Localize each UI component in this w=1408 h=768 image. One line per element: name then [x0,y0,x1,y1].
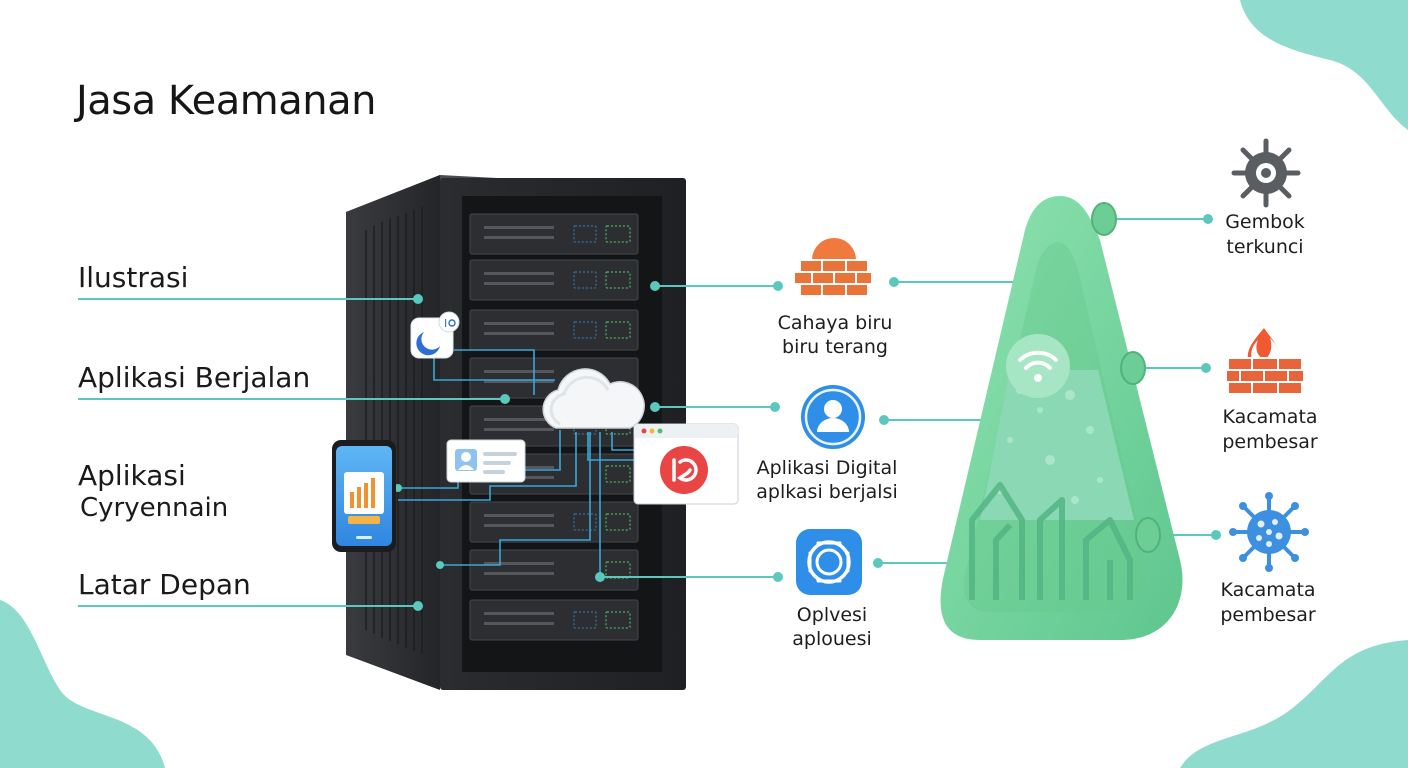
cloud-icon [542,368,645,429]
server-rack [346,175,686,690]
svg-text:I: I [444,317,447,330]
circuit-wires [398,348,634,577]
right-label-3-line2: pembesar [1220,604,1316,626]
corner-blob-top-right [1240,0,1408,130]
virus-icon [1229,492,1309,572]
middle-label-2: Aplikasi Digital aplkasi berjalsi [742,456,912,504]
left-label-aplikasi-line2: Cyryennain [80,493,229,523]
phone-analytics-icon [332,440,396,552]
profile-card-icon [446,439,526,483]
moon-app-icon: I [410,311,460,359]
middle-label-3-line1: Oplvesi [796,604,868,626]
user-icon [801,385,865,449]
right-label-1: Gembok terkunci [1212,210,1318,260]
middle-label-2-line1: Aplikasi Digital [756,457,898,479]
camera-app-icon [796,529,862,595]
middle-label-3: Oplvesi aplouesi [770,603,894,651]
browser-window-icon [633,423,739,505]
right-label-2: Kacamata pembesar [1212,405,1328,455]
middle-label-1-line2: biru terang [782,336,888,358]
right-label-1-line2: terkunci [1226,236,1304,258]
virus-gear-icon [1231,138,1301,208]
middle-label-3-line2: aplouesi [792,628,872,650]
left-label-latar-depan: Latar Depan [78,568,251,601]
middle-label-1: Cahaya biru biru terang [760,311,910,359]
fire-wall-icon [1225,328,1305,395]
page-title: Jasa Keamanan [76,78,376,124]
firewall-icon [793,238,873,297]
corner-blob-bottom-left [0,600,165,768]
middle-label-1-line1: Cahaya biru [777,312,893,334]
left-label-aplikasi-berjalan: Aplikasi Berjalan [78,361,311,394]
right-label-1-line1: Gembok [1225,211,1305,233]
right-label-3: Kacamata pembesar [1210,578,1326,628]
left-label-ilustrasi: Ilustrasi [78,261,189,294]
corner-blob-bottom-right [1180,640,1408,768]
green-security-device [940,196,1183,640]
right-label-3-line1: Kacamata [1220,579,1316,601]
right-label-2-line1: Kacamata [1222,406,1318,428]
middle-label-2-line2: aplkasi berjalsi [756,481,898,503]
right-label-2-line2: pembesar [1222,431,1318,453]
left-label-aplikasi-line1: Aplikasi [78,459,186,492]
